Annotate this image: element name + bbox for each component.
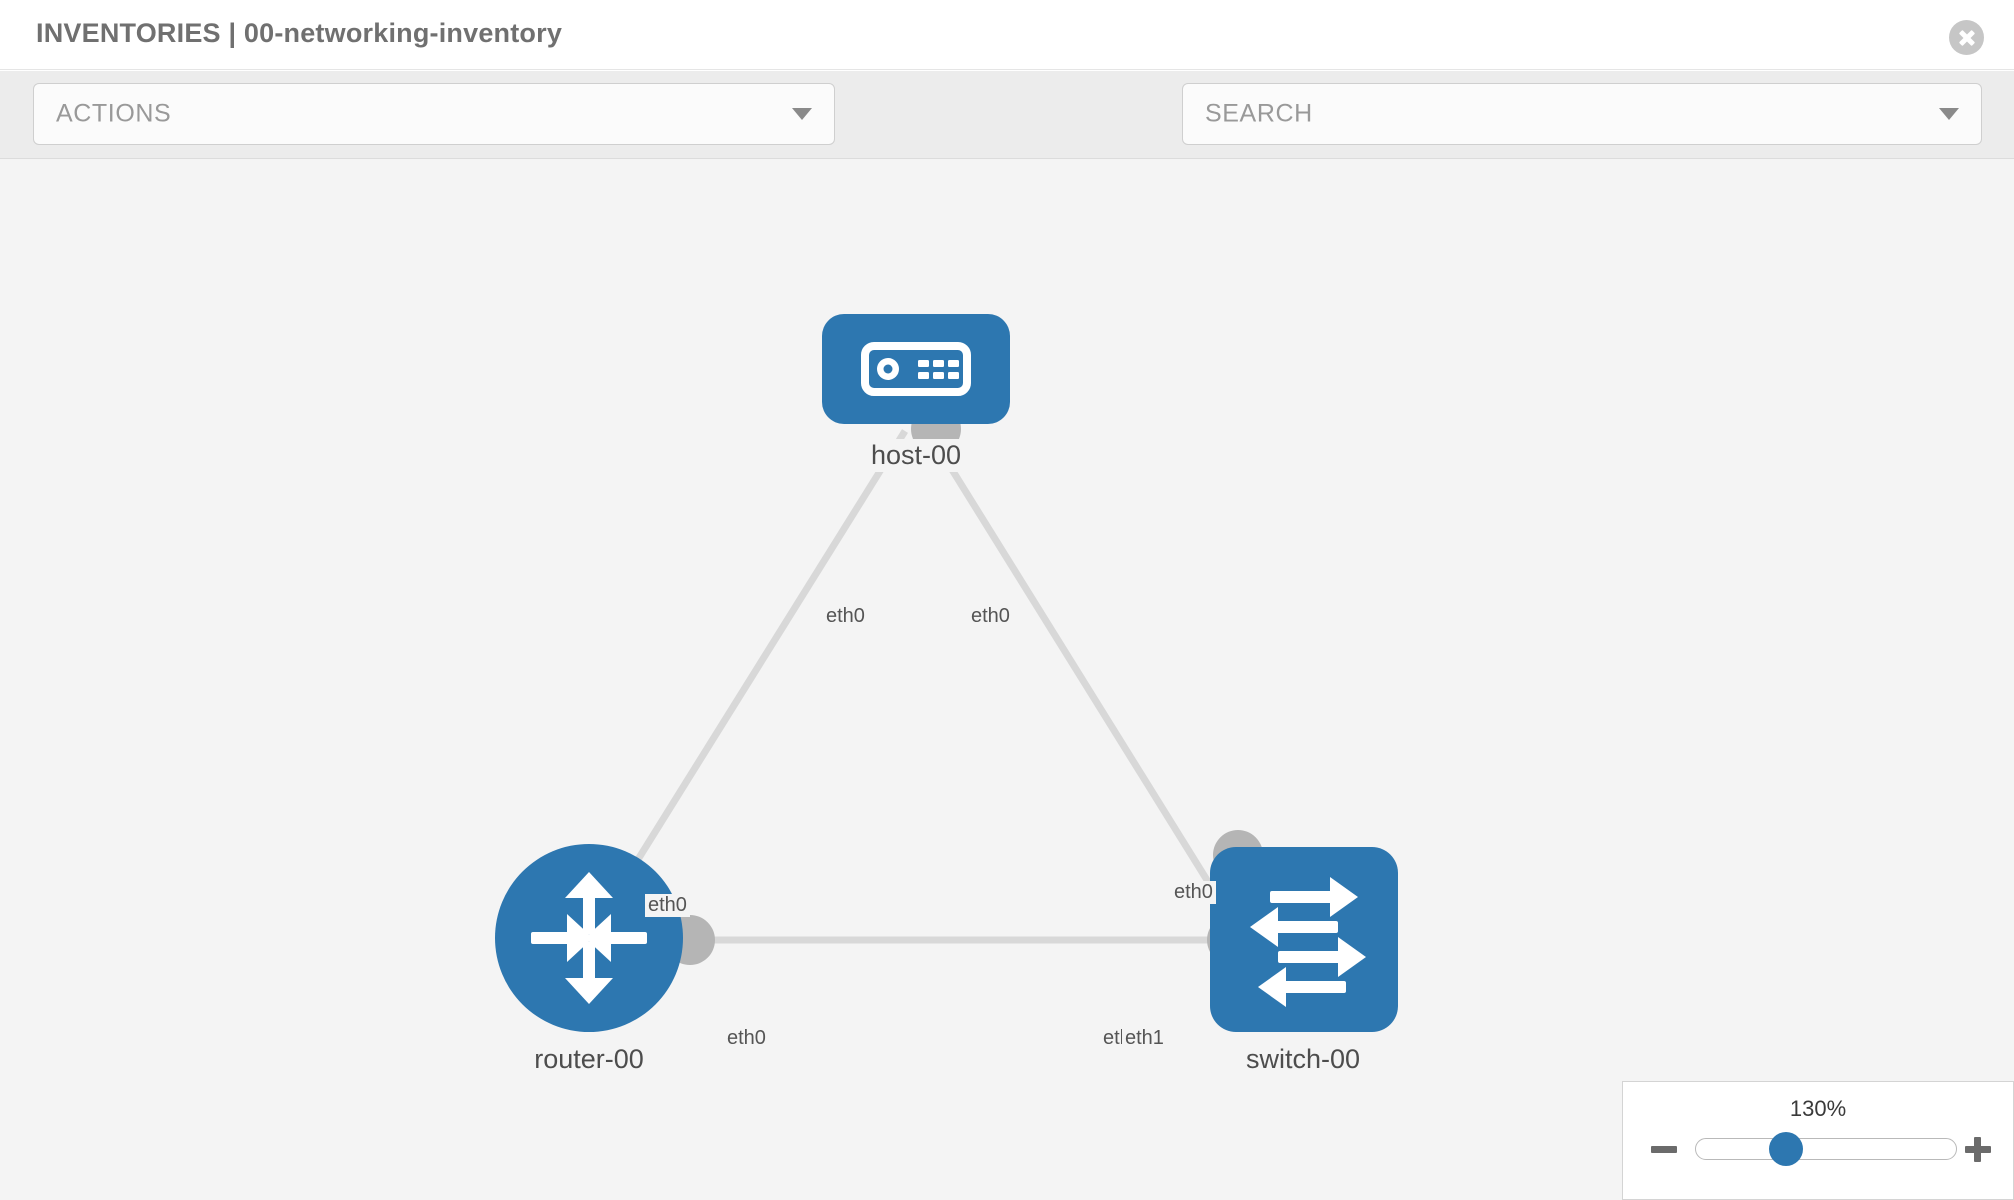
zoom-slider-track[interactable] xyxy=(1695,1138,1957,1160)
zoom-out-button[interactable] xyxy=(1649,1134,1679,1164)
interface-label-switch-left-b: eth1 xyxy=(1122,1027,1167,1050)
interface-label-host-right: eth0 xyxy=(968,605,1013,628)
server-icon xyxy=(861,342,971,396)
link-host-switch xyxy=(925,429,1246,940)
actions-dropdown[interactable]: ACTIONS xyxy=(33,83,835,145)
node-switch-00[interactable] xyxy=(1210,847,1398,1032)
node-label-switch: switch-00 xyxy=(1241,1043,1365,1076)
search-input[interactable]: SEARCH xyxy=(1182,83,1982,145)
node-label-host: host-00 xyxy=(866,439,966,472)
page-header: INVENTORIES | 00-networking-inventory xyxy=(0,0,2014,70)
zoom-in-button[interactable] xyxy=(1963,1134,1993,1164)
interface-label-switch-up: eth0 xyxy=(1171,881,1216,904)
close-icon[interactable] xyxy=(1949,20,1984,55)
interface-label-router-up: eth0 xyxy=(645,894,690,917)
actions-dropdown-label: ACTIONS xyxy=(56,99,172,128)
node-label-router: router-00 xyxy=(530,1043,648,1076)
node-router-00[interactable] xyxy=(495,844,683,1032)
interface-label-host-left: eth0 xyxy=(823,605,868,628)
topology-canvas[interactable]: host-00 router-00 switch-00 eth0 eth0 et… xyxy=(0,159,2014,1200)
chevron-down-icon xyxy=(792,108,812,120)
link-lines xyxy=(586,429,1246,944)
zoom-slider-thumb[interactable] xyxy=(1769,1132,1803,1166)
zoom-level-value: 130% xyxy=(1789,1096,1847,1121)
toolbar: ACTIONS SEARCH xyxy=(0,71,2014,206)
zoom-control-panel: 130% xyxy=(1622,1081,2014,1200)
router-icon xyxy=(531,872,647,1004)
page-title: INVENTORIES | 00-networking-inventory xyxy=(36,18,563,48)
search-placeholder: SEARCH xyxy=(1205,99,1313,128)
switch-icon xyxy=(1250,877,1366,1007)
interface-label-router-right: eth0 xyxy=(724,1027,769,1050)
node-host-00[interactable] xyxy=(822,314,1010,424)
link-router-host xyxy=(586,429,908,940)
chevron-down-icon xyxy=(1939,108,1959,120)
